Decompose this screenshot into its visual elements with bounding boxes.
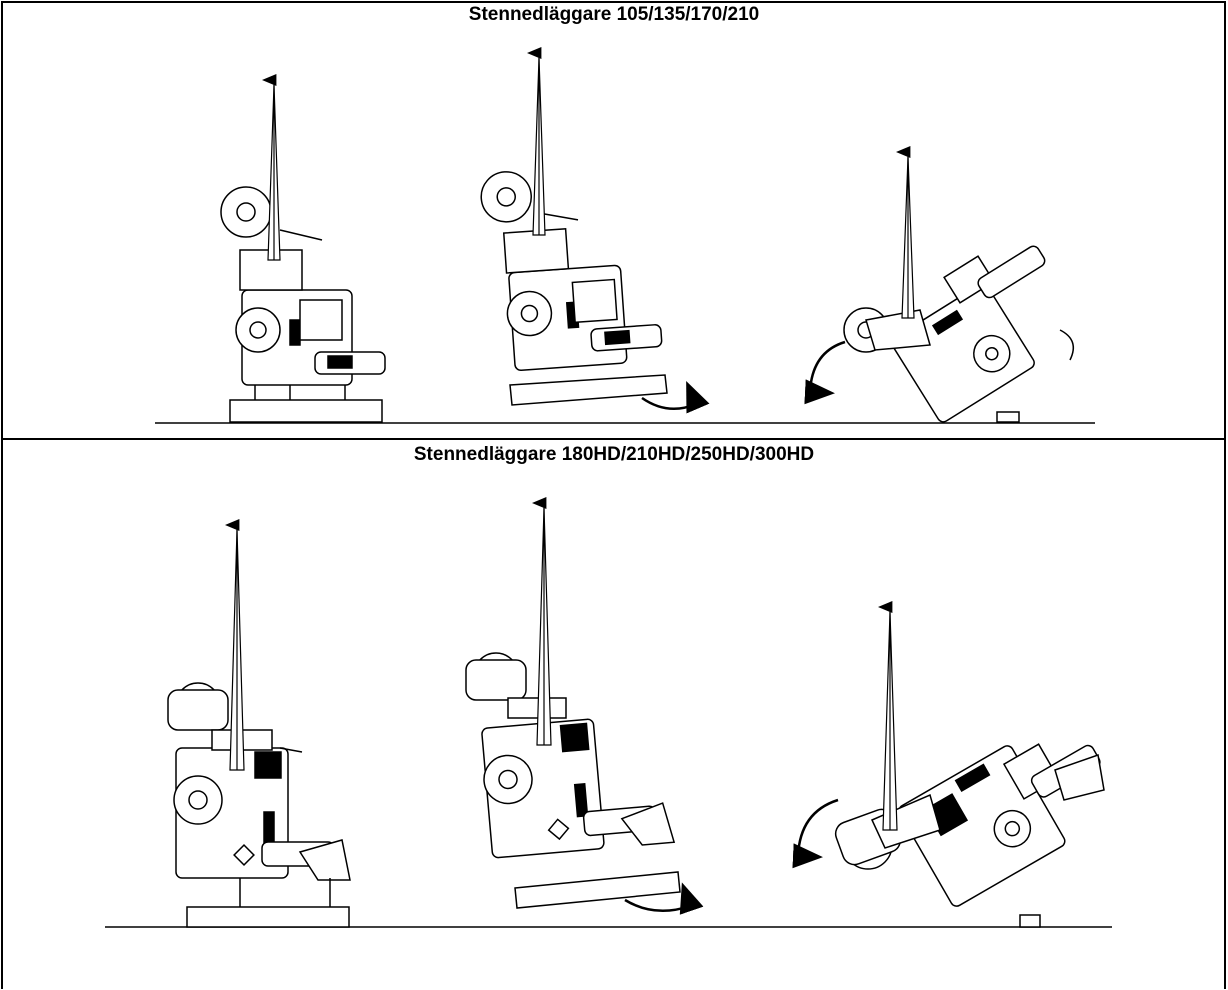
- rotation-arrow-icon: [641, 381, 710, 414]
- machine-illustration: [834, 743, 1105, 928]
- lift-arrow-icon: [225, 519, 245, 771]
- lift-arrow-icon: [527, 47, 546, 236]
- rotation-arrow-icon: [804, 340, 846, 405]
- lift-arrow-icon: [262, 74, 281, 261]
- machine-illustration: [167, 682, 351, 928]
- lift-arrow-icon: [532, 497, 552, 746]
- section-title-standard: Stennedläggare 105/135/170/210: [468, 4, 760, 25]
- rotation-arrow-icon: [624, 882, 704, 915]
- section-title-hd: Stennedläggare 180HD/210HD/250HD/300HD: [413, 444, 815, 465]
- rotation-arrow-icon: [792, 798, 839, 869]
- section-divider: [1, 438, 1226, 440]
- machine-illustration: [843, 245, 1075, 423]
- lift-arrow-icon: [878, 601, 898, 831]
- machine-illustration: [220, 186, 386, 423]
- lift-arrow-icon: [896, 146, 915, 319]
- machine-illustration: [480, 171, 668, 406]
- machine-illustration: [465, 652, 681, 909]
